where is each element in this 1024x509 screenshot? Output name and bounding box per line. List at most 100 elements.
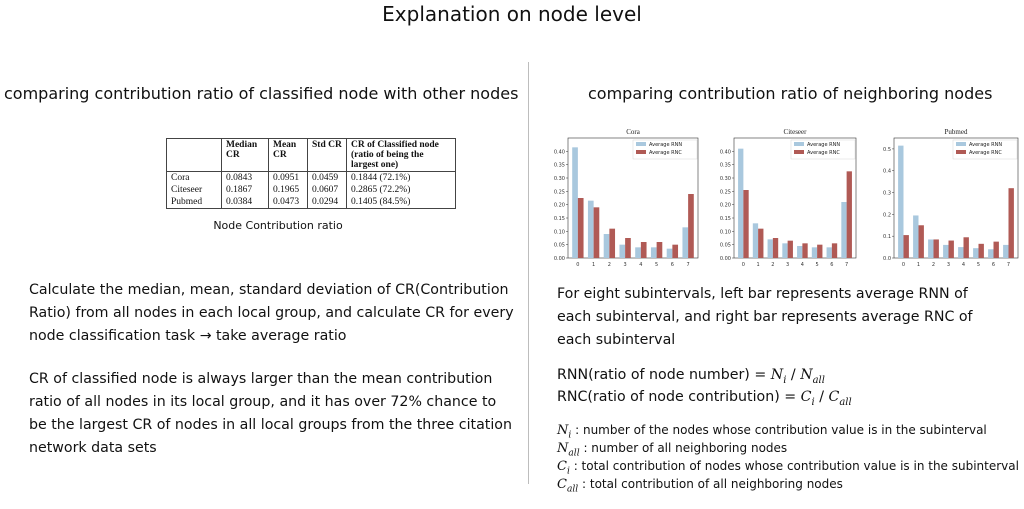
x-tick-label: 0 — [576, 262, 579, 268]
x-tick-label: 7 — [687, 262, 690, 268]
table-row: Citeseer 0.1867 0.1965 0.0607 0.2865 (72… — [166, 184, 456, 196]
bar-rnn — [797, 246, 803, 258]
rnn-formula: RNN(ratio of node number) = Ni / Nall — [557, 367, 825, 386]
bar-rnc — [743, 190, 749, 258]
legend-box — [790, 139, 856, 160]
bar-rnc — [577, 198, 584, 258]
x-tick-label: 2 — [771, 262, 774, 268]
x-tick-label: 0 — [902, 262, 905, 268]
bar-rnc — [787, 240, 793, 258]
x-tick-label: 7 — [1007, 262, 1010, 268]
x-tick-label: 0 — [742, 262, 745, 268]
chart-title: Citeseer — [784, 128, 808, 136]
bar-rnn — [841, 202, 847, 258]
x-tick-label: 1 — [592, 262, 595, 268]
definition-symbol: N — [557, 423, 569, 438]
table-row: Cora 0.0843 0.0951 0.0459 0.1844 (72.1%) — [166, 171, 456, 184]
y-tick-label: 0.35 — [720, 163, 731, 169]
definition-subscript: i — [568, 430, 572, 441]
definition-item: Call : total contribution of all neighbo… — [557, 477, 843, 495]
definition-subscript: all — [566, 484, 579, 495]
plot-frame — [733, 137, 857, 259]
bar-rnc — [846, 171, 852, 258]
table-caption: Node Contribution ratio — [213, 219, 343, 232]
bar-rnn — [913, 215, 919, 258]
y-tick-label: 0.40 — [554, 149, 565, 155]
bar-rnc — [1008, 188, 1014, 258]
rnc-formula: RNC(ratio of node contribution) = Ci / C… — [557, 389, 852, 408]
legend-label: Average RNC — [807, 150, 840, 156]
definition-symbol: C — [557, 477, 567, 492]
table-cell: Cora — [166, 171, 222, 184]
definition-subscript: i — [566, 466, 570, 477]
bar-rnc — [993, 241, 999, 258]
legend-swatch — [794, 150, 804, 154]
legend-label: Average RNC — [969, 150, 1002, 156]
bar-rnn — [898, 145, 904, 258]
bar-rnn — [988, 249, 994, 258]
formula-subscript: i — [783, 374, 787, 386]
bar-rnn — [958, 247, 964, 258]
bar-rnc — [903, 235, 909, 258]
bar-rnn — [587, 200, 594, 258]
legend-box — [632, 139, 698, 160]
method-paragraph: Calculate the median, mean, standard dev… — [29, 282, 514, 344]
bar-rnc — [625, 238, 631, 258]
x-tick-label: 3 — [786, 262, 789, 268]
bar-rnc — [609, 228, 616, 258]
bar-rnc — [948, 240, 954, 258]
formula-symbol: N — [770, 367, 784, 383]
definition-text: : total contribution of all neighboring … — [578, 477, 843, 491]
definition-text: : number of the nodes whose contribution… — [571, 423, 987, 437]
bar-rnn — [682, 227, 689, 258]
chart-title: Cora — [626, 128, 641, 136]
x-tick-label: 6 — [830, 262, 833, 268]
x-tick-label: 2 — [608, 262, 611, 268]
x-tick-label: 5 — [816, 262, 819, 268]
bar-rnc — [978, 243, 984, 258]
table-cell: 0.1965 — [268, 184, 308, 196]
table-cell: 0.0951 — [268, 171, 308, 184]
y-tick-label: 0.4 — [883, 169, 891, 175]
legend-swatch — [794, 142, 804, 146]
table-cell: 0.0473 — [268, 196, 308, 209]
bar-rnn — [650, 247, 657, 258]
x-tick-label: 6 — [992, 262, 995, 268]
bar-rnn — [619, 244, 626, 258]
bar-rnn — [1003, 244, 1009, 258]
bar-rnn — [943, 244, 949, 258]
table-cell: 0.1844 (72.1%) — [346, 171, 456, 184]
y-tick-label: 0.35 — [554, 163, 565, 169]
table-header-cell: Median CR — [221, 138, 269, 172]
y-tick-label: 0.40 — [720, 149, 731, 155]
left-section-heading: comparing contribution ratio of classifi… — [4, 84, 519, 103]
y-tick-label: 0.30 — [720, 176, 731, 182]
x-tick-label: 7 — [845, 262, 848, 268]
bar-rnc — [831, 243, 838, 258]
table-header-cell: Std CR — [307, 138, 347, 172]
table-cell: Pubmed — [166, 196, 222, 209]
definition-text: : total contribution of nodes whose cont… — [569, 459, 1019, 473]
table-header-cell — [166, 138, 222, 172]
y-tick-label: 0.30 — [554, 176, 565, 182]
table-cell: 0.0843 — [221, 171, 269, 184]
x-tick-label: 4 — [962, 262, 965, 268]
bar-rnn — [928, 239, 934, 258]
legend-swatch — [956, 142, 966, 146]
chart-panel-cora: Cora0.000.050.100.150.200.250.300.350.40… — [554, 128, 699, 268]
bar-rnc — [918, 225, 924, 258]
chart-panel-citeseer: Citeseer0.000.050.100.150.200.250.300.35… — [720, 128, 857, 268]
subinterval-bar-charts: Cora0.000.050.100.150.200.250.300.350.40… — [554, 128, 1019, 268]
formula-symbol: C — [800, 389, 812, 405]
x-tick-label: 6 — [671, 262, 674, 268]
formula-subscript: i — [811, 396, 815, 408]
legend-label: Average RNN — [807, 142, 840, 148]
bar-rnc — [963, 237, 969, 258]
y-tick-label: 0.25 — [554, 189, 565, 195]
y-tick-label: 0.3 — [883, 191, 891, 197]
vertical-divider — [528, 62, 529, 484]
definition-item: Ni : number of the nodes whose contribut… — [557, 423, 987, 441]
finding-paragraph: CR of classified node is always larger t… — [29, 371, 512, 456]
y-tick-label: 0.15 — [554, 216, 565, 222]
table-header-row: Median CR Mean CR Std CR CR of Classifie… — [166, 138, 456, 172]
